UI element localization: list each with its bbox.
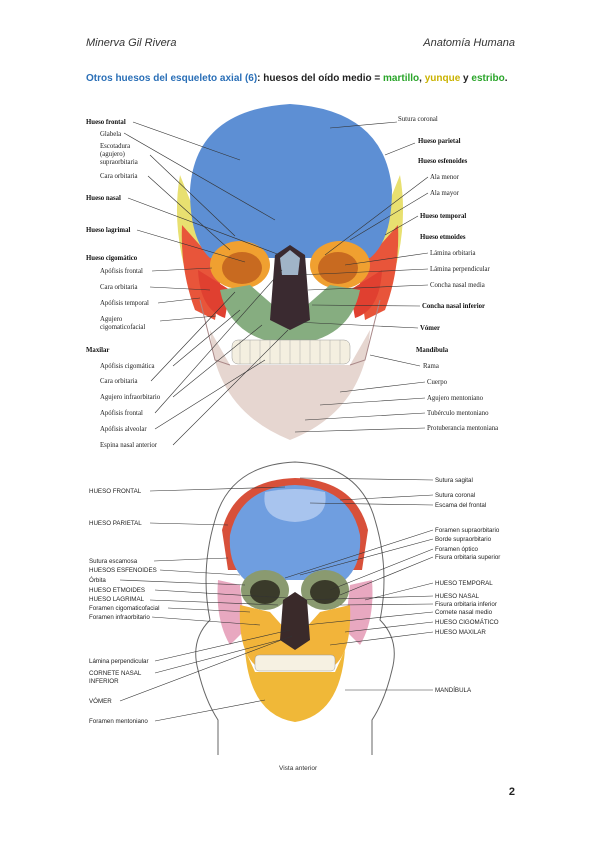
svg-text:Tubérculo mentoniano: Tubérculo mentoniano (427, 410, 489, 417)
leader-lines-1 (123, 121, 429, 446)
svg-text:Vómer: Vómer (420, 325, 440, 332)
svg-text:Lámina orbitaria: Lámina orbitaria (430, 250, 475, 257)
svg-text:(agujero): (agujero) (100, 151, 125, 158)
svg-text:Hueso esfenoides: Hueso esfenoides (418, 158, 468, 165)
svg-text:HUESO MAXILAR: HUESO MAXILAR (435, 629, 486, 636)
svg-text:Cuerpo: Cuerpo (427, 379, 448, 386)
svg-text:Hueso parietal: Hueso parietal (418, 138, 461, 145)
figure1-left-labels: Hueso frontal Glabela Escotadura (agujer… (86, 119, 161, 449)
svg-text:Hueso etmoides: Hueso etmoides (420, 234, 466, 241)
svg-text:Borde supraorbitario: Borde supraorbitario (435, 536, 492, 543)
svg-text:Mandíbula: Mandíbula (416, 347, 449, 354)
svg-text:Agujero mentoniano: Agujero mentoniano (427, 395, 484, 402)
svg-text:Cara orbitaria: Cara orbitaria (100, 173, 138, 180)
svg-text:Foramen supraorbitario: Foramen supraorbitario (435, 527, 500, 534)
svg-text:Lámina perpendicular: Lámina perpendicular (430, 266, 491, 273)
svg-text:Foramen mentoniano: Foramen mentoniano (89, 718, 148, 725)
svg-text:cigomaticofacial: cigomaticofacial (100, 324, 145, 331)
svg-text:Agujero infraorbitario: Agujero infraorbitario (100, 394, 161, 401)
figure2-left-labels: HUESO FRONTAL HUESO PARIETAL Sutura esca… (89, 488, 160, 725)
svg-text:supraorbitaria: supraorbitaria (100, 159, 138, 166)
svg-text:Escama del frontal: Escama del frontal (435, 502, 486, 509)
svg-text:Sutura sagital: Sutura sagital (435, 477, 473, 484)
svg-text:Ala menor: Ala menor (430, 174, 460, 181)
svg-text:Foramen óptico: Foramen óptico (435, 546, 479, 553)
svg-text:Glabela: Glabela (100, 131, 121, 138)
figure2-right-labels: Sutura sagital Sutura coronal Escama del… (435, 477, 500, 694)
header-subject: Anatomía Humana (423, 37, 515, 49)
svg-text:Escotadura: Escotadura (100, 143, 130, 150)
svg-text:Hueso frontal: Hueso frontal (86, 119, 126, 126)
svg-text:Fisura orbitaria superior: Fisura orbitaria superior (435, 554, 500, 561)
svg-text:Cara orbitaria: Cara orbitaria (100, 284, 138, 291)
svg-text:Fisura orbitaria inferior: Fisura orbitaria inferior (435, 601, 497, 608)
svg-text:Agujero: Agujero (100, 316, 123, 323)
svg-text:Espina nasal anterior: Espina nasal anterior (100, 442, 158, 449)
svg-text:Apófisis frontal: Apófisis frontal (100, 268, 143, 275)
header-author: Minerva Gil Rivera (86, 37, 177, 49)
leader-lines-2 (119, 477, 434, 722)
svg-text:INFERIOR: INFERIOR (89, 678, 119, 685)
svg-text:Concha nasal inferior: Concha nasal inferior (422, 303, 485, 310)
svg-text:Hueso lagrimal: Hueso lagrimal (86, 227, 130, 234)
svg-text:Apófisis cigomática: Apófisis cigomática (100, 363, 155, 370)
svg-text:HUESO TEMPORAL: HUESO TEMPORAL (435, 580, 493, 587)
svg-text:Sutura escamosa: Sutura escamosa (89, 558, 138, 565)
svg-text:Foramen infraorbitario: Foramen infraorbitario (89, 614, 150, 621)
svg-text:MANDÍBULA: MANDÍBULA (435, 687, 472, 694)
svg-text:Hueso temporal: Hueso temporal (420, 213, 466, 220)
svg-text:Protuberancia mentoniana: Protuberancia mentoniana (427, 425, 498, 432)
svg-text:HUESO PARIETAL: HUESO PARIETAL (89, 520, 142, 527)
svg-text:Cara orbitaria: Cara orbitaria (100, 378, 138, 385)
svg-text:Hueso nasal: Hueso nasal (86, 195, 121, 202)
svg-text:Apófisis alveolar: Apófisis alveolar (100, 426, 147, 433)
figure1-right-labels: Sutura coronal Hueso parietal Hueso esfe… (398, 116, 498, 432)
svg-text:Ala mayor: Ala mayor (430, 190, 460, 197)
svg-text:Maxilar: Maxilar (86, 347, 109, 354)
svg-text:Sutura coronal: Sutura coronal (435, 492, 475, 499)
svg-text:Cornete nasal medio: Cornete nasal medio (435, 609, 493, 616)
svg-text:VÓMER: VÓMER (89, 698, 112, 705)
svg-text:Rama: Rama (423, 363, 439, 370)
svg-text:HUESO LAGRIMAL: HUESO LAGRIMAL (89, 596, 145, 603)
section-heading: Otros huesos del esqueleto axial (6): hu… (86, 73, 508, 84)
skull-illustration-2 (195, 461, 395, 755)
svg-text:HUESO ETMOIDES: HUESO ETMOIDES (89, 587, 145, 594)
svg-text:Hueso cigomático: Hueso cigomático (86, 255, 138, 262)
svg-text:HUESOS ESFENOIDES: HUESOS ESFENOIDES (89, 567, 157, 574)
svg-text:HUESO NASAL: HUESO NASAL (435, 593, 480, 600)
svg-text:Sutura coronal: Sutura coronal (398, 116, 438, 123)
svg-text:HUESO FRONTAL: HUESO FRONTAL (89, 488, 142, 495)
svg-text:Foramen cigomaticofacial: Foramen cigomaticofacial (89, 605, 160, 612)
svg-text:Apófisis frontal: Apófisis frontal (100, 410, 143, 417)
svg-text:Órbita: Órbita (89, 577, 106, 584)
svg-text:Apófisis temporal: Apófisis temporal (100, 300, 149, 307)
figure-caption: Vista anterior (279, 765, 318, 772)
svg-text:Lámina perpendicular: Lámina perpendicular (89, 658, 149, 665)
svg-text:Concha nasal media: Concha nasal media (430, 282, 485, 289)
svg-text:HUESO CIGOMÁTICO: HUESO CIGOMÁTICO (435, 619, 499, 626)
page-number: 2 (508, 786, 515, 798)
svg-text:CORNETE NASAL: CORNETE NASAL (89, 670, 142, 677)
